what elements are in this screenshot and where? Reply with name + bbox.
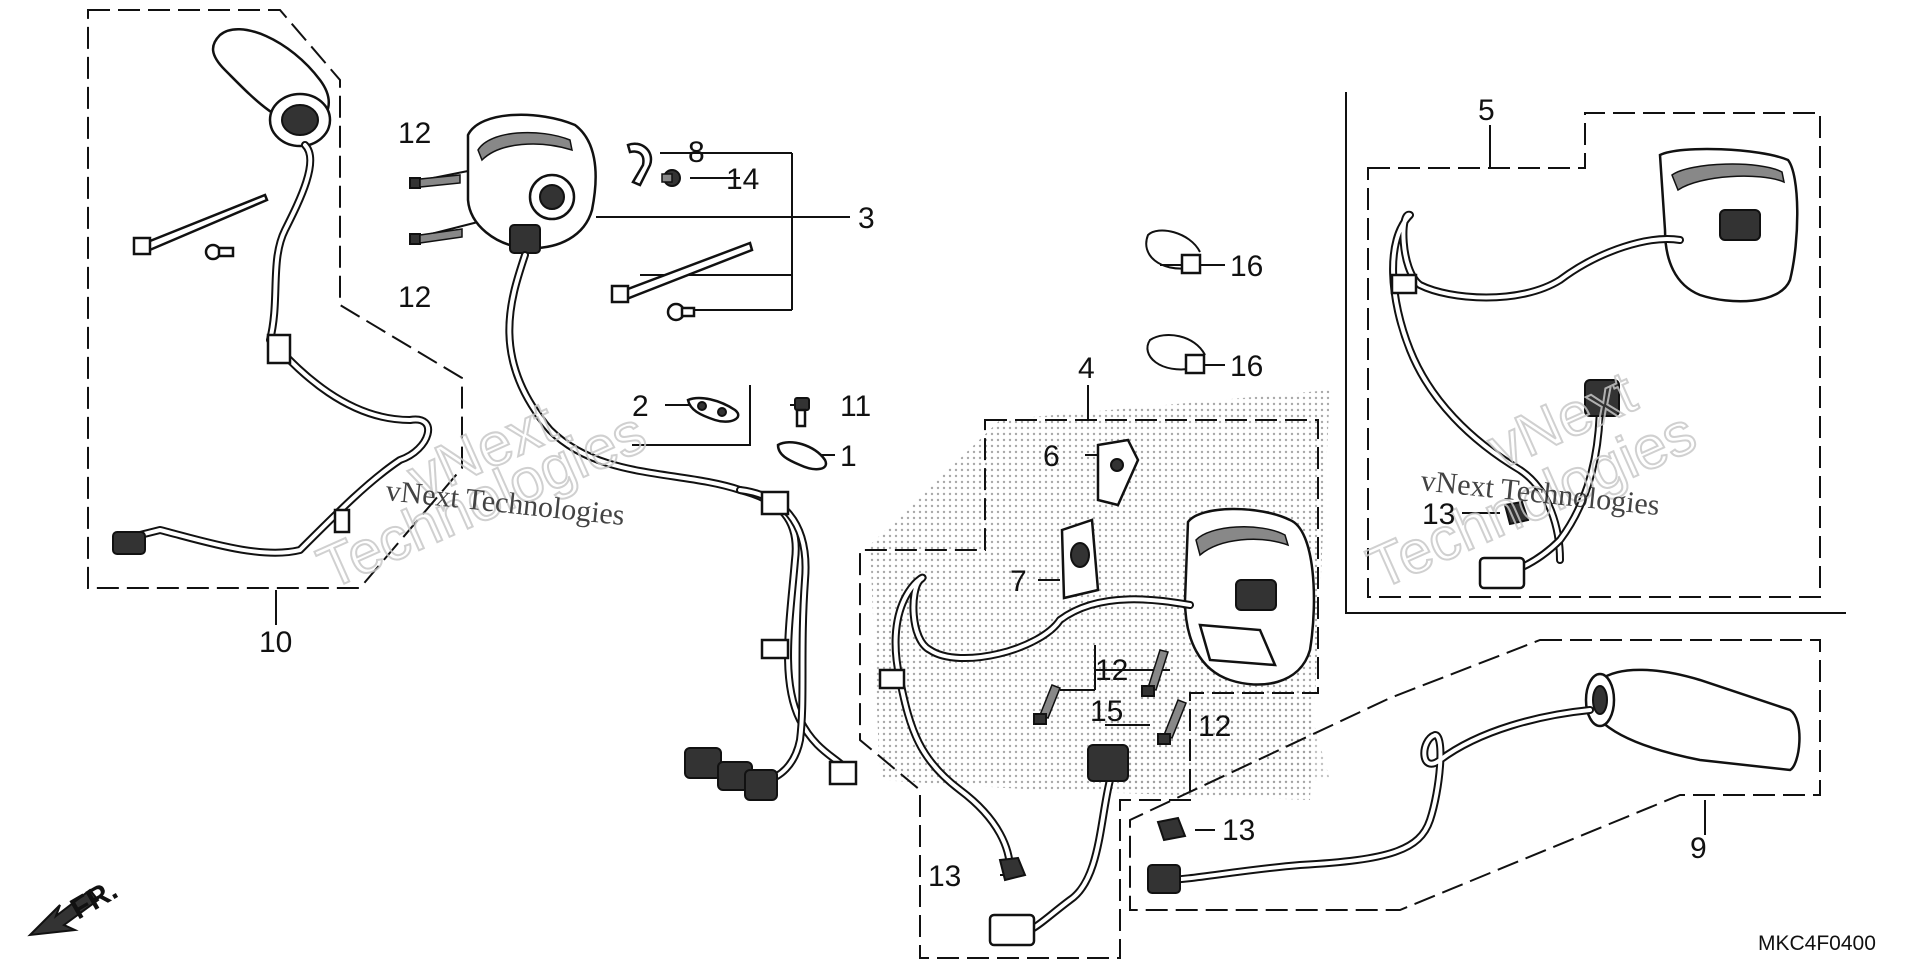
screw-15	[1033, 684, 1061, 725]
screw-12-right-a	[1141, 649, 1169, 697]
bolt-left	[204, 243, 235, 261]
callout-15: 15	[1090, 695, 1123, 728]
screw-12-bottom	[409, 228, 463, 245]
callout-labels: 12 12 8 14 3 16 16 4 5 2 11 1 6 7 12 15 …	[259, 94, 1707, 893]
callout-4: 4	[1078, 352, 1095, 385]
right-handlebar-switch-4	[1183, 507, 1316, 686]
callout-12-left-bottom: 12	[398, 281, 431, 314]
heated-grip-left	[112, 27, 433, 557]
screw-12-right-b	[1157, 699, 1187, 745]
seal-7	[1060, 518, 1100, 600]
screw-14	[661, 169, 681, 187]
clip-13-group9	[1156, 816, 1187, 842]
callout-13-group9: 13	[1222, 814, 1255, 847]
clip-8	[626, 142, 653, 187]
bolt-11	[794, 397, 810, 428]
screw-12-top	[409, 174, 461, 189]
switch-4-harness	[878, 573, 1194, 947]
callout-13-group4: 13	[928, 860, 961, 893]
clamp-2	[686, 396, 740, 423]
group-frame-4	[859, 419, 1319, 959]
callout-13-group5: 13	[1422, 498, 1455, 531]
group-frame-9	[1129, 639, 1821, 911]
cable-tie-left	[132, 193, 269, 256]
callout-7: 7	[1010, 565, 1027, 598]
clip-1	[776, 441, 828, 471]
group-frame-10	[87, 9, 463, 589]
switch-3-harness	[505, 251, 858, 801]
left-handlebar-switch	[466, 113, 597, 254]
callout-3: 3	[858, 202, 875, 235]
clip-13-group4	[998, 856, 1027, 882]
bracket-6	[1096, 438, 1140, 507]
front-direction-arrow-icon	[27, 888, 100, 937]
band-16-top	[1145, 229, 1202, 275]
callout-16-top: 16	[1230, 250, 1263, 283]
right-handlebar-switch-5	[1658, 147, 1799, 303]
callout-10: 10	[259, 626, 292, 659]
callout-5: 5	[1478, 94, 1495, 127]
callout-12-top: 12	[398, 117, 431, 150]
callout-14: 14	[726, 163, 759, 196]
band-16-bottom	[1146, 334, 1206, 375]
callout-11: 11	[840, 390, 871, 423]
callout-2: 2	[632, 390, 649, 423]
callout-6: 6	[1043, 440, 1060, 473]
callout-1: 1	[840, 440, 857, 473]
heated-grip-right	[1147, 668, 1801, 894]
callout-12-mid: 12	[1095, 654, 1128, 687]
callout-16-bottom: 16	[1230, 350, 1263, 383]
bolt-3	[666, 302, 696, 322]
clip-13-group5	[1503, 500, 1530, 526]
group-frame-5-solid	[1345, 92, 1846, 614]
group-frame-5-dashed	[1367, 112, 1821, 598]
callout-8: 8	[688, 136, 705, 169]
part-2-box	[632, 385, 751, 446]
cable-tie-3	[610, 241, 754, 304]
callout-9: 9	[1690, 832, 1707, 865]
diagram-code: MKC4F0400	[1758, 932, 1876, 955]
switch-5-harness	[1389, 211, 1684, 590]
callout-12-right: 12	[1198, 710, 1231, 743]
